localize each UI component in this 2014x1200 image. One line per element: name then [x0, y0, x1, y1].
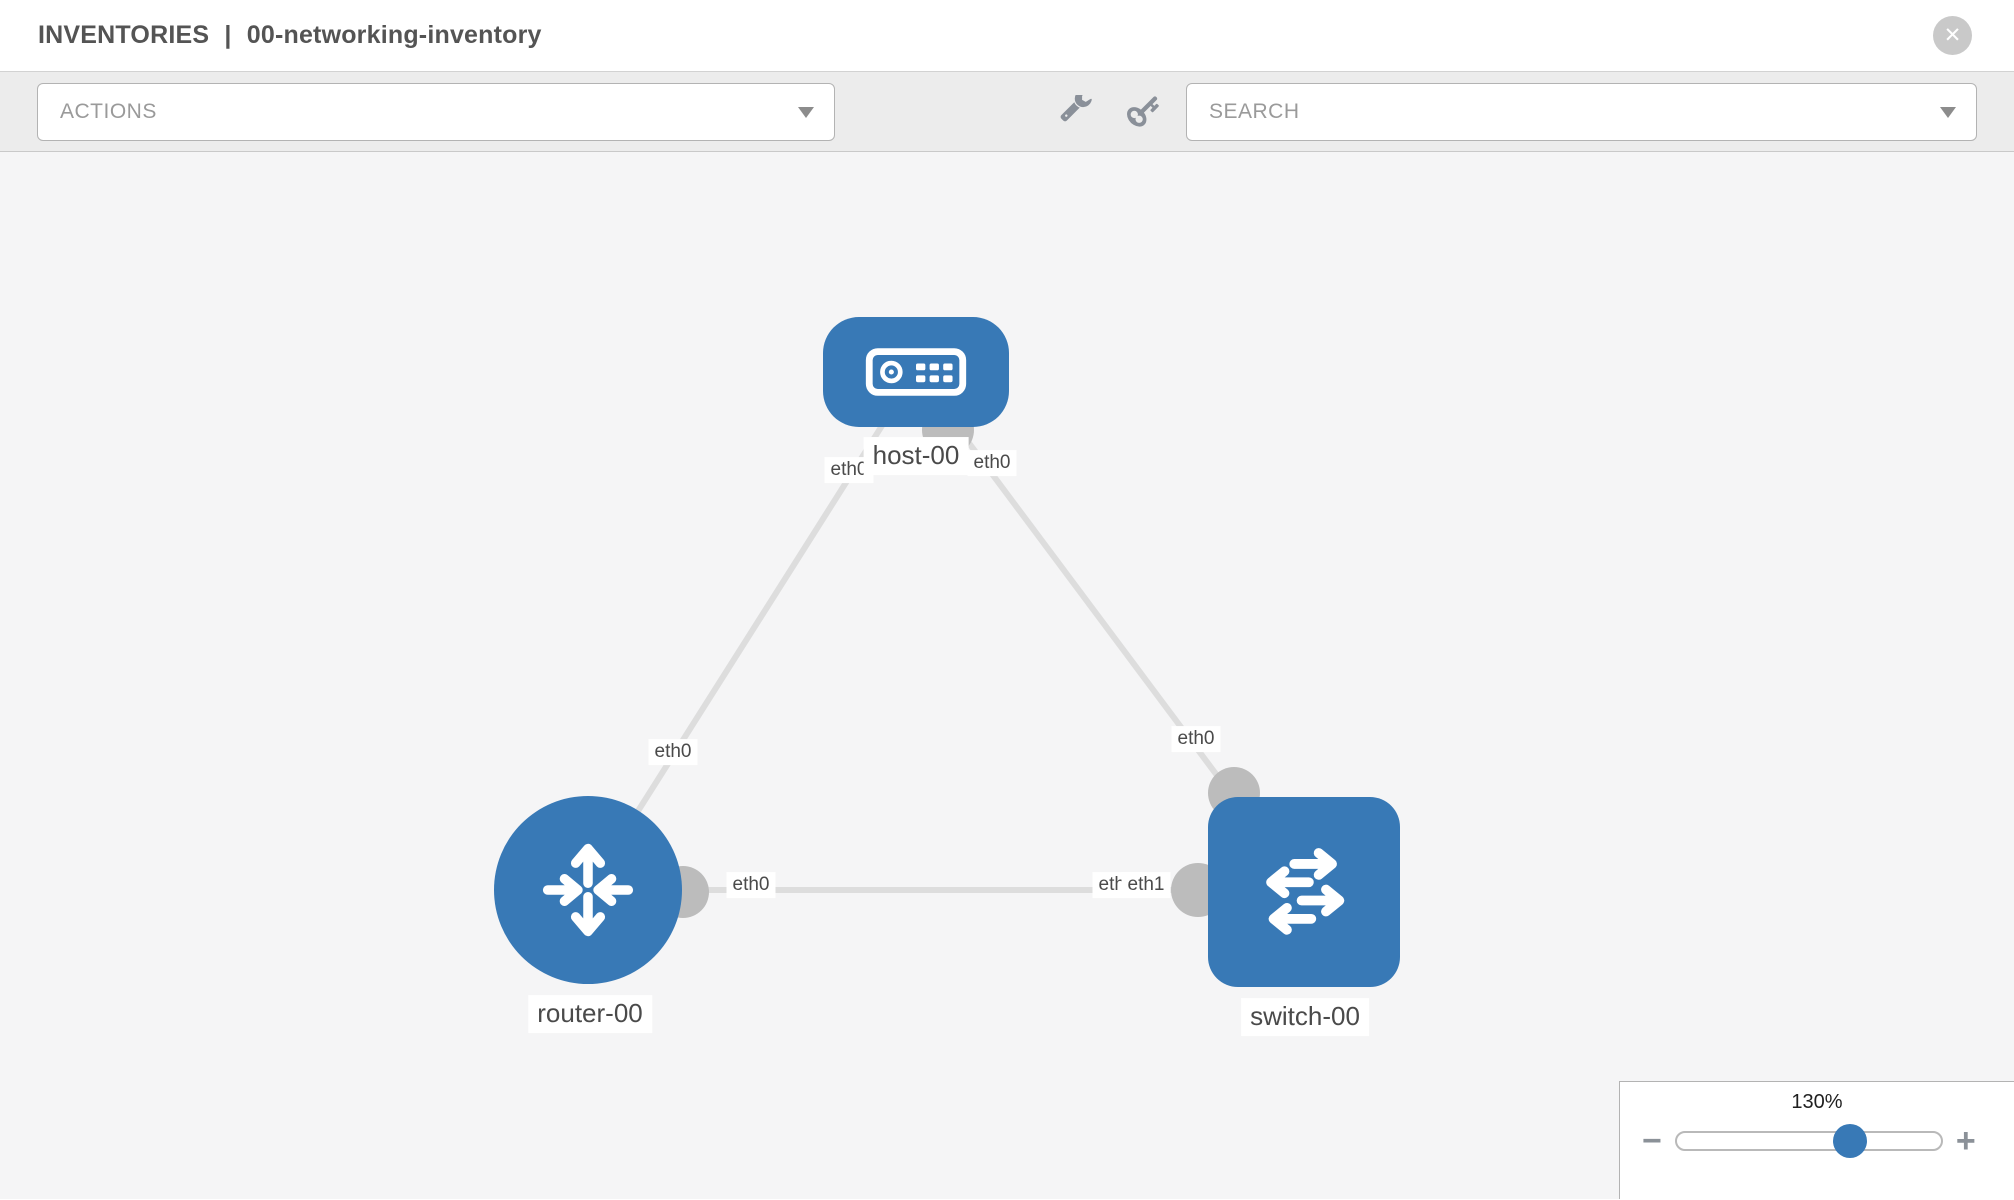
- toolbar: ACTIONS SEARCH: [0, 72, 2014, 152]
- zoom-in-button[interactable]: +: [1955, 1122, 1976, 1160]
- node-switch-00[interactable]: [1208, 797, 1400, 987]
- zoom-out-button[interactable]: −: [1642, 1122, 1662, 1160]
- caret-down-icon: [798, 106, 814, 118]
- search-dropdown[interactable]: SEARCH: [1186, 82, 1977, 141]
- switch-arrows-icon: [1266, 848, 1345, 935]
- search-dropdown-label: SEARCH: [1209, 99, 1300, 123]
- actions-dropdown-label: ACTIONS: [60, 99, 157, 123]
- close-button[interactable]: ✕: [1933, 16, 1972, 55]
- key-icon: [1127, 95, 1159, 127]
- title-section: INVENTORIES: [38, 21, 210, 49]
- title-item-name: 00-networking-inventory: [246, 21, 542, 49]
- topology-canvas: eth0 eth0 eth0 eth0 eth0 eth0 eth1 host-…: [0, 152, 2014, 1199]
- actions-dropdown[interactable]: ACTIONS: [37, 82, 835, 141]
- close-icon: ✕: [1943, 24, 1962, 47]
- zoom-level-label: 130%: [1791, 1091, 1843, 1113]
- toolbar-tools: [1057, 93, 1163, 131]
- page-title: INVENTORIES | 00-networking-inventory: [38, 21, 550, 50]
- interface-label: eth0: [726, 872, 776, 898]
- links-layer: [585, 370, 1307, 918]
- zoom-panel: 130% − +: [1619, 1081, 2014, 1199]
- router-arrows-icon: [542, 843, 634, 937]
- credentials-button[interactable]: [1125, 93, 1163, 131]
- node-host-00[interactable]: [823, 317, 1009, 427]
- zoom-controls-row: − +: [1620, 1118, 2014, 1164]
- node-label-router: router-00: [528, 995, 652, 1033]
- node-router-00[interactable]: [494, 796, 682, 984]
- zoom-slider-track[interactable]: [1674, 1124, 1943, 1158]
- header-bar: INVENTORIES | 00-networking-inventory ✕: [0, 0, 2014, 72]
- zoom-slider-thumb[interactable]: [1832, 1124, 1867, 1158]
- node-label-host: host-00: [863, 437, 969, 475]
- server-icon: [865, 348, 967, 396]
- node-label-switch: switch-00: [1241, 998, 1369, 1036]
- wrench-icon: [1060, 94, 1092, 121]
- interface-label: eth0: [648, 739, 698, 765]
- caret-down-icon: [1940, 106, 1956, 118]
- interface-label: eth0: [967, 450, 1017, 476]
- interface-label: eth0: [1171, 726, 1221, 752]
- configure-button[interactable]: [1057, 93, 1095, 131]
- title-separator: |: [224, 21, 232, 49]
- interface-label: eth1: [1121, 872, 1171, 898]
